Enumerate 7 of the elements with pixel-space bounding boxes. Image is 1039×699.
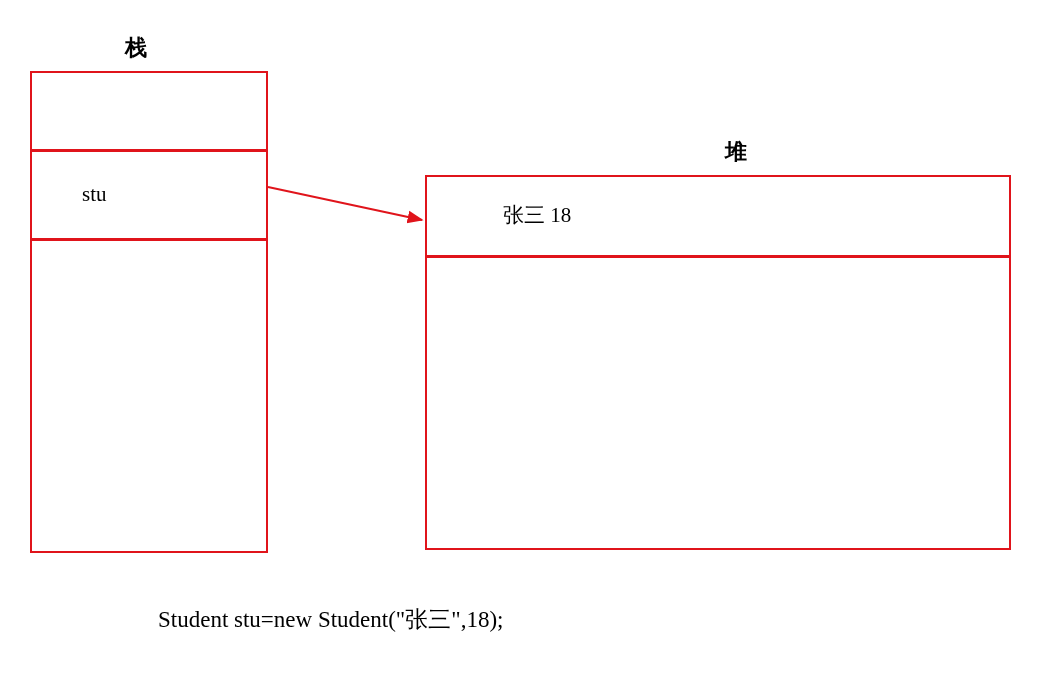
- arrow: [267, 186, 424, 224]
- code-caption: Student stu=new Student("张三",18);: [158, 606, 504, 634]
- heading: 栈: [125, 34, 147, 62]
- stack-cell: [30, 150, 268, 240]
- heading: 堆: [725, 138, 747, 166]
- cell-text: stu: [82, 182, 107, 207]
- cell-text: 张三 18: [503, 202, 572, 229]
